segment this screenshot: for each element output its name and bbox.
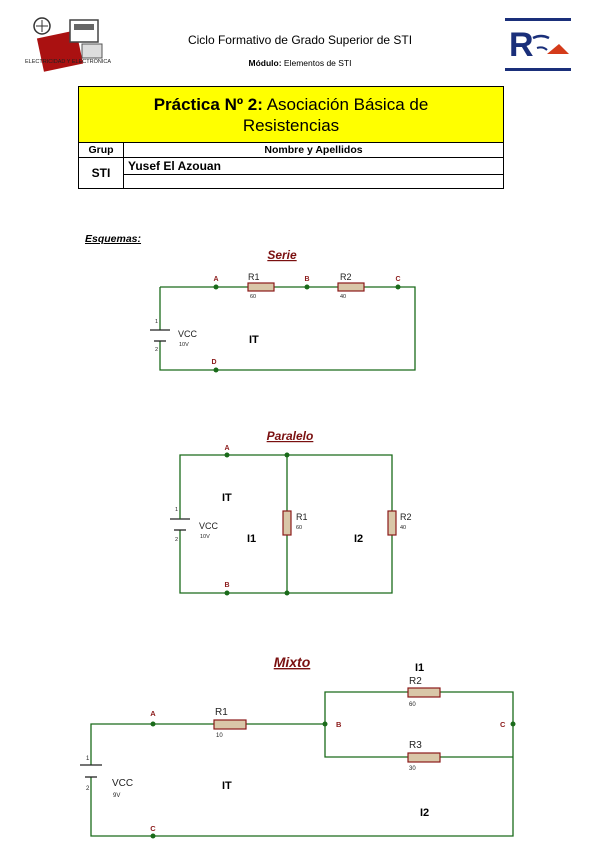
paralelo-battery: [170, 511, 190, 531]
mixto-node-c-bottom: [150, 833, 156, 839]
mixto-vcc-value: 9V: [113, 793, 120, 799]
serie-r2-name: R2: [340, 272, 352, 282]
mixto-label-a: A: [150, 709, 156, 718]
paralelo-label-a: A: [224, 445, 229, 452]
paralelo-r2-resistor: [387, 510, 397, 536]
paralelo-node-top: [284, 452, 290, 458]
mixto-node-a: [150, 721, 156, 727]
school-logo: R: [503, 16, 575, 74]
paralelo-pin2: 2: [175, 537, 178, 543]
serie-label-c: C: [395, 276, 400, 283]
mixto-pin2: 2: [86, 786, 90, 792]
electricidad-logo: ELECTRICIDAD Y ELECTRÓNICA: [22, 14, 114, 76]
serie-node-a: [213, 284, 219, 290]
paralelo-node-b: [224, 590, 230, 596]
practice-table: Práctica Nº 2: Asociación Básica de Resi…: [78, 86, 504, 189]
paralelo-title: Paralelo: [267, 429, 314, 443]
module-line: Módulo: Elementos de STI: [150, 58, 450, 68]
paralelo-label-b: B: [224, 582, 229, 589]
mixto-r3-name: R3: [409, 740, 422, 751]
serie-node-d: [213, 367, 219, 373]
mixto-wires: [90, 691, 514, 837]
practice-number: Práctica Nº 2:: [153, 94, 263, 114]
mixto-r3-value: 30: [409, 766, 416, 772]
serie-r2-value: 40: [340, 294, 346, 300]
mixto-r1-value: 10: [216, 733, 223, 739]
serie-r1-value: 60: [250, 294, 256, 300]
mixto-vcc-name: VCC: [112, 778, 133, 789]
serie-pin1: 1: [155, 319, 158, 325]
mixto-node-c-top: [510, 721, 516, 727]
group-value: STI: [78, 157, 124, 189]
mixto-battery: [80, 764, 102, 778]
practice-banner: Práctica Nº 2: Asociación Básica de Resi…: [78, 86, 504, 143]
serie-title: Serie: [267, 248, 297, 262]
mixto-node-b: [322, 721, 328, 727]
paralelo-pin1: 1: [175, 507, 178, 513]
serie-battery: [150, 329, 170, 342]
mixto-current-it: IT: [222, 780, 232, 792]
mixto-r2-value: 60: [409, 702, 416, 708]
serie-r1-name: R1: [248, 272, 260, 282]
mixto-current-i2: I2: [420, 807, 429, 819]
module-label: Módulo:: [248, 58, 282, 68]
empty-name-row: [123, 174, 504, 189]
paralelo-r2-value: 40: [400, 525, 406, 531]
paralelo-r1-name: R1: [296, 512, 308, 522]
student-name: Yusef El Azouan: [123, 157, 504, 175]
serie-label-b: B: [304, 276, 309, 283]
serie-node-c: [395, 284, 401, 290]
svg-text:ELECTRICIDAD Y ELECTRÓNICA: ELECTRICIDAD Y ELECTRÓNICA: [25, 58, 111, 65]
paralelo-current-i1: I1: [247, 533, 256, 545]
svg-text:R: R: [509, 26, 534, 64]
paralelo-r1-value: 60: [296, 525, 302, 531]
serie-label-a: A: [213, 276, 218, 283]
mixto-r3-resistor: [407, 752, 441, 763]
schemes-heading: Esquemas:: [85, 233, 142, 245]
serie-wires: [159, 286, 416, 371]
paralelo-r2-name: R2: [400, 512, 412, 522]
mixto-label-c2: C: [150, 824, 156, 833]
paralelo-current-it: IT: [222, 492, 232, 504]
serie-vcc-name: VCC: [178, 329, 198, 339]
paralelo-node-a: [224, 452, 230, 458]
serie-r2-resistor: [337, 282, 365, 292]
serie-pin2: 2: [155, 347, 158, 353]
mixto-label-c: C: [500, 720, 506, 729]
practice-name-1: Asociación Básica de: [262, 94, 429, 114]
paralelo-current-i2: I2: [354, 533, 363, 545]
mixto-r2-name: R2: [409, 676, 422, 687]
paralelo-vcc-value: 10V: [200, 534, 210, 540]
mixto-r1-resistor: [213, 719, 247, 730]
serie-current-it: IT: [249, 334, 259, 346]
serie-label-d: D: [211, 359, 216, 366]
mixto-r2-resistor: [407, 687, 441, 698]
serie-vcc-value: 10V: [179, 342, 189, 348]
serie-node-b: [304, 284, 310, 290]
mixto-title: Mixto: [274, 654, 311, 670]
paralelo-node-bottom: [284, 590, 290, 596]
mixto-current-i1: I1: [415, 662, 424, 674]
paralelo-r1-resistor: [282, 510, 292, 536]
serie-r1-resistor: [247, 282, 275, 292]
practice-name-2: Resistencias: [242, 115, 340, 135]
paralelo-vcc-name: VCC: [199, 521, 219, 531]
mixto-pin1: 1: [86, 756, 90, 762]
course-title: Ciclo Formativo de Grado Superior de STI: [187, 33, 413, 47]
mixto-label-b: B: [336, 720, 342, 729]
group-header: Grup: [78, 142, 124, 158]
module-value: Elementos de STI: [281, 58, 352, 68]
mixto-r1-name: R1: [215, 707, 228, 718]
